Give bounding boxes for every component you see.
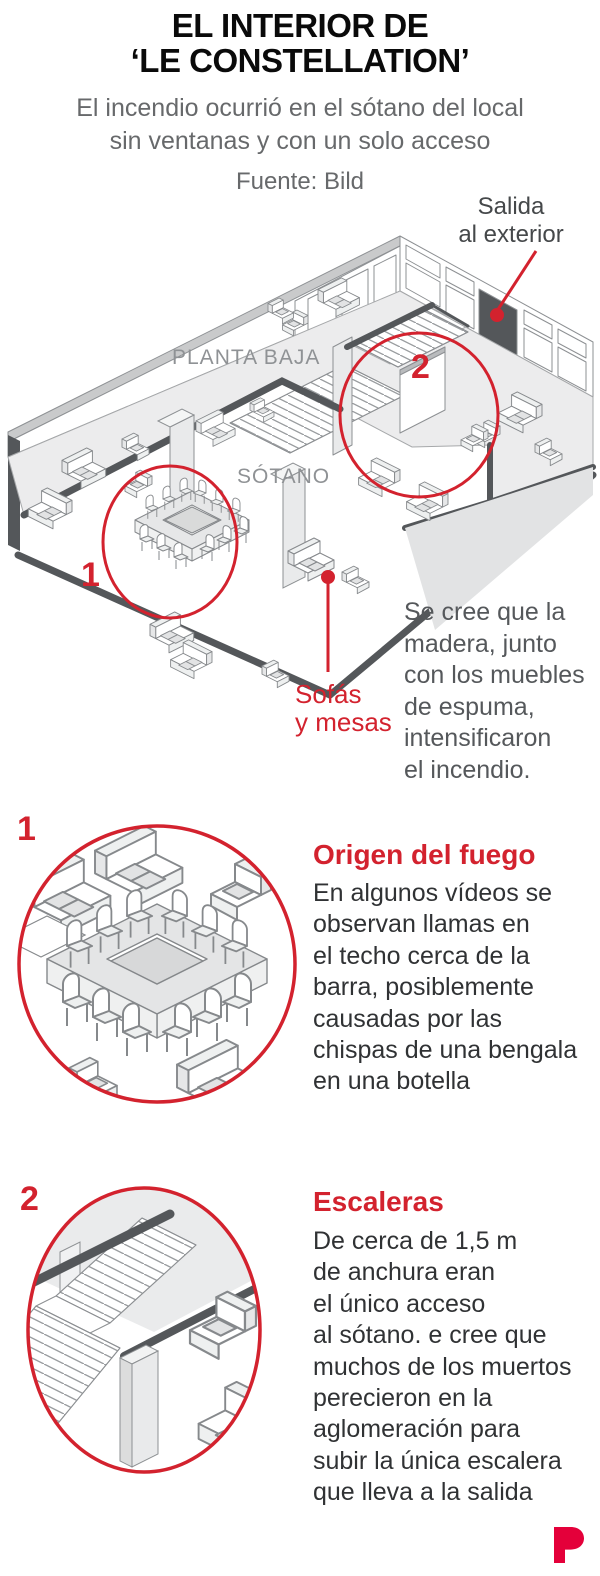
diagram-marker-1: 1 xyxy=(81,556,100,594)
red-annotations xyxy=(101,250,538,672)
detail-staircase xyxy=(28,1217,197,1434)
source-credit: Fuente: Bild xyxy=(235,168,365,195)
building-cutaway-illustration xyxy=(7,235,597,699)
section-2-body: De cerca de 1,5 m de anchura eran el úni… xyxy=(313,1227,572,1507)
coffee-table xyxy=(19,915,87,958)
fire-origin-detail-illustration xyxy=(17,824,297,1104)
exit-callout-dot xyxy=(490,308,504,322)
sofas-callout-dot xyxy=(321,570,335,584)
page-title: EL INTERIOR DE ‘LE CONSTELLATION’ xyxy=(130,7,470,79)
red-circle-1 xyxy=(101,464,239,620)
detail-circle-1 xyxy=(17,824,297,1104)
section-1-heading: Origen del fuego xyxy=(313,839,536,870)
square-table xyxy=(134,477,250,570)
page-subtitle: El incendio ocurrió en el sótano del loc… xyxy=(76,94,524,155)
staircase xyxy=(229,309,469,456)
detail-dark-edges xyxy=(28,1209,260,1360)
section-2-heading: Escaleras xyxy=(313,1186,444,1217)
right-side-face xyxy=(405,467,593,630)
sofas-tables-label: Sofás y mesas xyxy=(295,679,392,737)
section-2-number: 2 xyxy=(20,1180,39,1218)
ground-floor-label: PLANTA BAJA xyxy=(172,346,321,369)
wood-foam-note: Se cree que la madera, junto con los mue… xyxy=(404,598,585,784)
detail-square-table xyxy=(46,888,268,1058)
section-1-body: En algunos vídeos se observan llamas en … xyxy=(313,879,578,1096)
detail-circle-2 xyxy=(26,1186,262,1474)
elpais-logo xyxy=(554,1527,584,1563)
exit-label: Salida al exterior xyxy=(458,193,564,248)
detail-pillar xyxy=(118,1344,160,1468)
exit-callout-line xyxy=(495,250,538,312)
red-circle-2 xyxy=(338,331,500,499)
back-walls xyxy=(7,235,594,551)
stairs-detail-illustration xyxy=(26,1186,262,1474)
section-1-number: 1 xyxy=(17,810,36,848)
diagram-marker-2: 2 xyxy=(411,348,430,386)
detail-sofas xyxy=(19,826,271,1102)
basement-label: SÓTANO xyxy=(237,465,331,488)
